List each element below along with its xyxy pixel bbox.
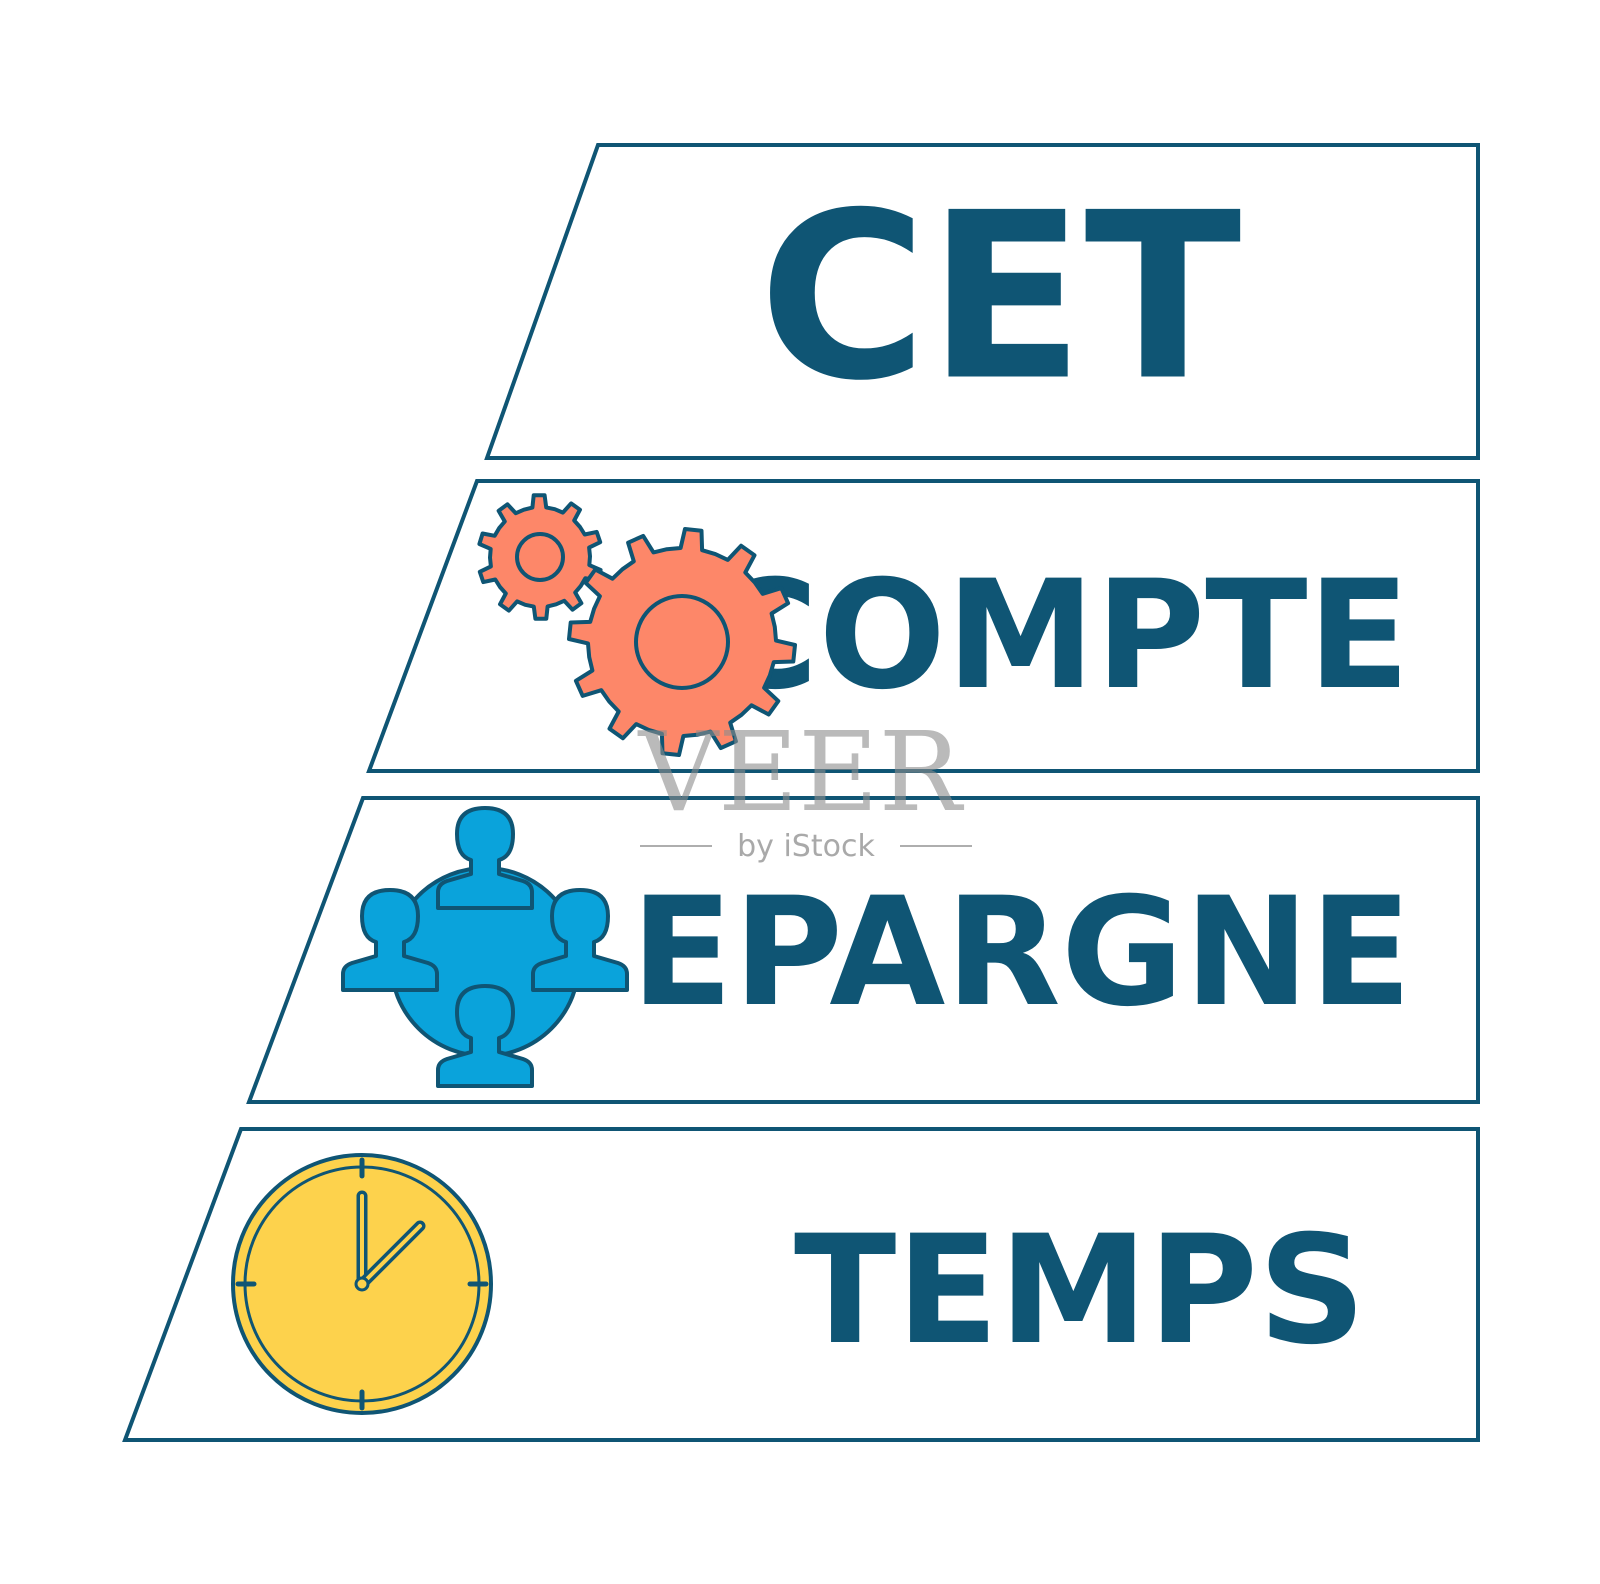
banner-cet: CET bbox=[484, 143, 1480, 460]
watermark-brand: VEER bbox=[637, 708, 965, 836]
person-icon bbox=[436, 806, 534, 910]
small-gear-icon bbox=[477, 493, 603, 621]
person-icon bbox=[531, 888, 629, 992]
banner-word-temps: TEMPS bbox=[794, 1204, 1366, 1378]
team-network-icon bbox=[341, 806, 629, 1088]
person-icon bbox=[436, 984, 534, 1088]
clock-minute-hand bbox=[356, 1220, 426, 1290]
watermark-byline: by iStock bbox=[737, 829, 875, 864]
gears-icon bbox=[477, 493, 797, 757]
large-gear-icon bbox=[567, 527, 797, 757]
banner-word-epargne: EPARGNE bbox=[631, 866, 1412, 1040]
banner-epargne: EPARGNE bbox=[246, 796, 1480, 1104]
veer-watermark: VEER by iStock bbox=[637, 708, 972, 864]
clock-icon bbox=[231, 1153, 493, 1415]
banner-word-compte: COMPTE bbox=[708, 549, 1410, 723]
person-icon bbox=[341, 888, 439, 992]
banner-word-cet: CET bbox=[759, 165, 1242, 432]
